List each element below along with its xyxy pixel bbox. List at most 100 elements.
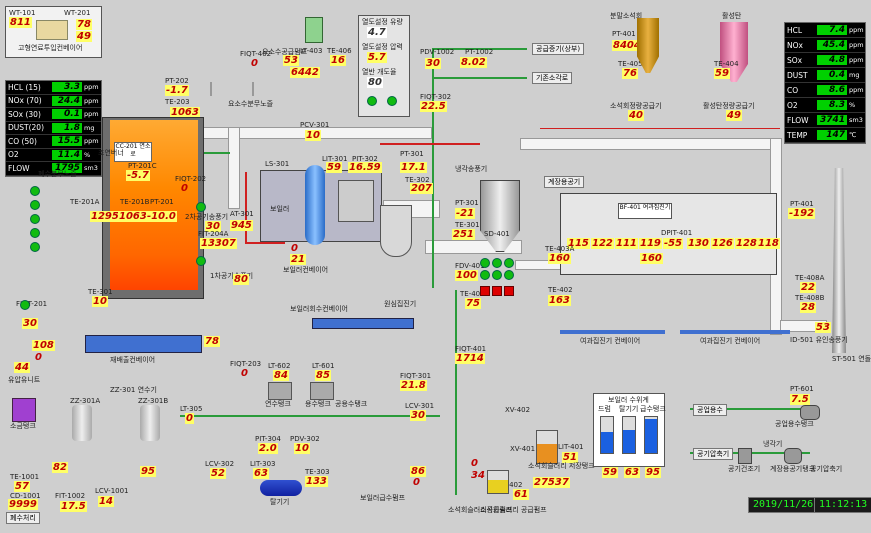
te201a-tag: TE-201A bbox=[70, 198, 100, 206]
lamp-icon bbox=[492, 270, 502, 280]
softener-val-0: 0 bbox=[35, 352, 42, 363]
fan-icon[interactable] bbox=[30, 214, 40, 224]
green-pipe-main bbox=[432, 48, 434, 288]
fiqt301-tag: FIQT-301 bbox=[400, 372, 432, 380]
cd1001-tag: CD-1001 bbox=[10, 492, 41, 500]
lit303-value: 63 bbox=[253, 468, 269, 479]
fan-icon[interactable] bbox=[30, 186, 40, 196]
pit302-tag: PIT-302 bbox=[352, 155, 378, 163]
lit301-value: 59 bbox=[326, 162, 342, 173]
te301-value: 10 bbox=[92, 296, 108, 307]
wt201-tag: WT-201 bbox=[64, 9, 91, 17]
water-tank bbox=[310, 382, 334, 400]
lt602-value: 84 bbox=[273, 370, 289, 381]
lt602-tag: LT-602 bbox=[268, 362, 291, 370]
te408b-tag: TE-408B bbox=[795, 294, 825, 302]
zz301-label: ZZ-301 연수기 bbox=[110, 386, 157, 394]
fan-icon[interactable] bbox=[196, 256, 206, 266]
at301-tag: AT-301 bbox=[230, 210, 254, 218]
bf-conveyor-a bbox=[560, 330, 665, 334]
te203-value: 1063 bbox=[170, 107, 200, 118]
bf-cell-9: 118 bbox=[757, 238, 780, 249]
compressor-button[interactable]: 공기압축기 bbox=[693, 448, 734, 460]
setting-valve-icon[interactable] bbox=[367, 96, 377, 106]
lit301-tag: LIT-301 bbox=[322, 155, 348, 163]
boiler-val-0: 0 bbox=[291, 243, 298, 254]
lit304b-value: 95 bbox=[140, 466, 156, 477]
existing-incinerator-button[interactable]: 기존소각로 bbox=[532, 72, 573, 84]
slurry-mix-tank bbox=[487, 470, 509, 494]
lit304-value: 82 bbox=[52, 462, 68, 473]
wt101-value: 811 bbox=[9, 17, 32, 28]
lit303-tag: LIT-303 bbox=[250, 460, 276, 468]
water-val-0: 0 bbox=[413, 477, 420, 488]
economizer bbox=[338, 180, 374, 222]
fiqt301-value: 21.8 bbox=[400, 380, 427, 391]
lt601-value: 85 bbox=[315, 370, 331, 381]
setting3-value[interactable]: 80 bbox=[367, 77, 383, 88]
spray-label: 폐수분무노즐 bbox=[38, 170, 77, 178]
level-col-3: 급수탱크 bbox=[640, 405, 666, 413]
fiqt302-value: 22.5 bbox=[420, 101, 447, 112]
fan-icon[interactable] bbox=[30, 228, 40, 238]
pt301-value: 17.1 bbox=[400, 162, 427, 173]
boiler-conv2-label: 보일러컨베이어 bbox=[283, 266, 329, 274]
green-pipe-top bbox=[432, 48, 527, 50]
slurry-tank bbox=[536, 430, 558, 464]
setting-valve-icon[interactable] bbox=[387, 96, 397, 106]
instrument-air-button[interactable]: 계장용공기 bbox=[544, 176, 585, 188]
flue-duct-down bbox=[228, 127, 240, 209]
pt202-tag: PT-202 bbox=[165, 77, 189, 85]
sd401-label: SD-401 bbox=[484, 230, 510, 238]
air-dryer-label: 공기건조기 bbox=[728, 465, 761, 473]
ash-conveyor bbox=[85, 335, 202, 353]
air1-value: 80 bbox=[233, 274, 249, 285]
setting1-value[interactable]: 4.7 bbox=[367, 27, 387, 38]
lamp-icon bbox=[480, 270, 490, 280]
softener-b bbox=[140, 405, 160, 441]
industrial-tank bbox=[800, 405, 820, 420]
pt201-tag: PT-201 bbox=[150, 198, 174, 206]
level-val-3: 95 bbox=[645, 467, 661, 478]
fan-icon[interactable] bbox=[20, 300, 30, 310]
industrial-water-button[interactable]: 공업용수 bbox=[693, 404, 727, 416]
fan-icon[interactable] bbox=[30, 200, 40, 210]
setting2-value[interactable]: 5.7 bbox=[367, 52, 387, 63]
fan-icon[interactable] bbox=[30, 242, 40, 252]
at301-value: 945 bbox=[230, 220, 253, 231]
green-pipe-air1 bbox=[690, 408, 810, 410]
level-bar-1 bbox=[600, 416, 614, 454]
hopper2-label: 활성탄정량공급기 bbox=[703, 102, 755, 110]
fan-icon[interactable] bbox=[196, 202, 206, 212]
te408b-value: 28 bbox=[800, 302, 816, 313]
cyclone-label: 원심집진기 bbox=[384, 300, 417, 308]
te302-tag: TE-302 bbox=[405, 176, 430, 184]
setting-panel: 열도설정 유량 4.7 열도설정 압력 5.7 열반 개도율 80 bbox=[358, 15, 410, 117]
waste-water-button[interactable]: 폐수처리 bbox=[6, 512, 40, 524]
silo2-label: 활성탄 bbox=[722, 12, 742, 20]
setting2-title: 열도설정 압력 bbox=[362, 43, 403, 51]
te303-value: 133 bbox=[305, 476, 328, 487]
te201b-tag: TE-201B bbox=[120, 198, 150, 206]
salt-tank bbox=[12, 398, 36, 422]
bf-conveyor-b bbox=[680, 330, 790, 334]
alarm-lamp-icon bbox=[504, 286, 514, 296]
date-display: 2019/11/26 bbox=[748, 497, 819, 513]
te404-value: 59 bbox=[714, 68, 730, 79]
te301-tag: TE-301 bbox=[88, 288, 113, 296]
pt401-silo-tag: PT-401 bbox=[612, 30, 636, 38]
fiqt401-value: 1714 bbox=[455, 353, 485, 364]
wt201b-value: 49 bbox=[76, 31, 92, 42]
steam-supply-button[interactable]: 공급증기(상부) bbox=[532, 43, 585, 55]
boiler-level-panel: 보일러 수위계 드럼 탈기기 급수탱크 bbox=[593, 393, 666, 467]
te301b-value: 251 bbox=[452, 229, 475, 240]
xv401-tag: XV-401 bbox=[510, 445, 536, 453]
softener-val-108: 108 bbox=[32, 340, 55, 351]
